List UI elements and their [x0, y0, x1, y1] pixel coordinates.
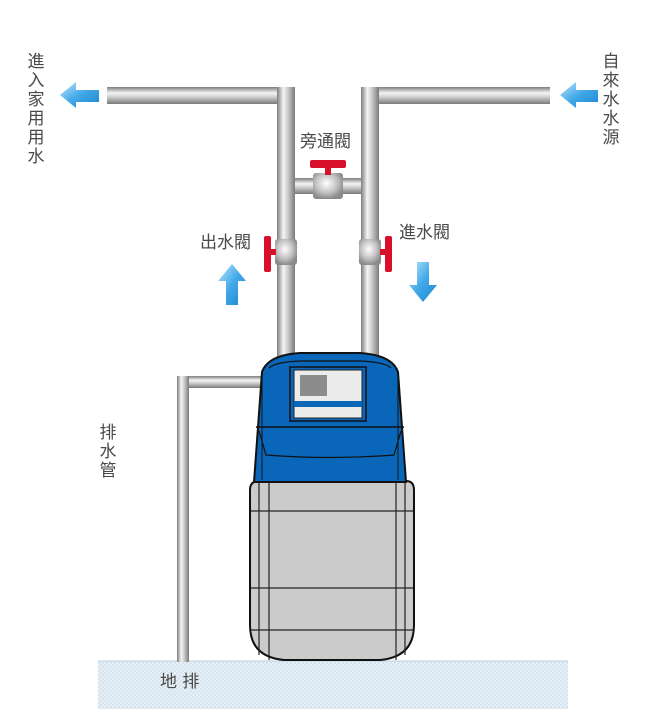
household-pipe [107, 87, 287, 104]
from-tap-water-label: 自來水水源 [601, 53, 621, 148]
label-char: 水 [602, 90, 620, 110]
outlet-valve-label: 出水閥 [200, 233, 251, 253]
bypass-valve [310, 160, 346, 199]
bypass-valve-label: 旁通閥 [300, 132, 351, 152]
brine-tank [249, 480, 415, 661]
label-char: 管 [99, 461, 117, 481]
drain-pipe-vertical [177, 376, 189, 662]
display-screen [300, 375, 327, 396]
floor-drain-label: 地 排 [160, 672, 199, 692]
label-char: 家 [27, 90, 45, 110]
household-flow-arrow-icon [60, 82, 99, 108]
label-char: 水 [602, 109, 620, 129]
outlet-riser-pipe [277, 87, 295, 362]
label-char: 進 [27, 52, 45, 72]
supply-pipe [375, 87, 550, 104]
drain-pipe-label: 排水管 [98, 424, 118, 481]
label-char: 源 [602, 128, 620, 148]
display-panel [289, 366, 367, 422]
label-char: 入 [27, 71, 45, 91]
label-char: 來 [602, 71, 620, 91]
label-char: 用 [27, 109, 45, 129]
supply-flow-arrow-icon [560, 82, 598, 108]
to-household-label: 進入家用用水 [26, 53, 46, 167]
display-stripe [294, 401, 362, 407]
inlet-down-arrow-icon [409, 262, 437, 302]
inlet-riser-pipe [361, 87, 379, 362]
outlet-up-arrow-icon [218, 264, 246, 305]
label-char: 水 [27, 147, 45, 167]
floor [98, 661, 568, 709]
drain-pipe-horizontal [178, 376, 262, 388]
label-char: 自 [602, 52, 620, 72]
outlet-valve [264, 236, 297, 272]
label-char: 用 [27, 128, 45, 148]
inlet-valve-label: 進水閥 [399, 223, 450, 243]
label-char: 排 [99, 423, 117, 443]
label-char: 水 [99, 442, 117, 462]
inlet-valve [359, 236, 392, 272]
